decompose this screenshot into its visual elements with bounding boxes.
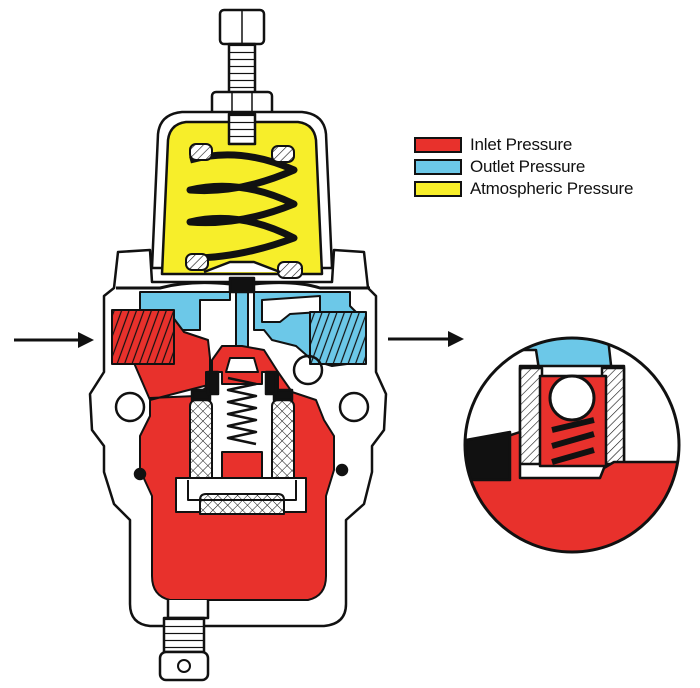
range-spring: [186, 151, 298, 262]
valve-poppet: [225, 357, 259, 373]
legend-item-atmospheric: Atmospheric Pressure: [414, 178, 633, 200]
flow-out-arrow-icon: [388, 331, 464, 347]
flow-in-arrow-icon: [14, 332, 94, 348]
inlet-thread: [111, 309, 175, 365]
magnifier-circle-icon: [463, 336, 681, 554]
outlet-thread: [309, 311, 367, 365]
adjusting-screw: [227, 42, 257, 98]
atmospheric-swatch: [414, 181, 462, 197]
legend-label-atmospheric: Atmospheric Pressure: [470, 179, 634, 198]
legend-item-inlet: Inlet Pressure: [414, 134, 633, 156]
pressure-legend: Inlet Pressure Outlet Pressure Atmospher…: [414, 134, 633, 200]
detail-callout: [292, 354, 324, 386]
legend-label-outlet: Outlet Pressure: [470, 157, 586, 176]
legend-item-outlet: Outlet Pressure: [414, 156, 633, 178]
valve-spring: [226, 376, 258, 446]
inlet-swatch: [414, 137, 462, 153]
legend-label-inlet: Inlet Pressure: [470, 135, 573, 154]
drain-thread: [162, 616, 206, 654]
drain-stem: [166, 600, 210, 620]
regulator-body: [88, 8, 388, 682]
outlet-swatch: [414, 159, 462, 175]
